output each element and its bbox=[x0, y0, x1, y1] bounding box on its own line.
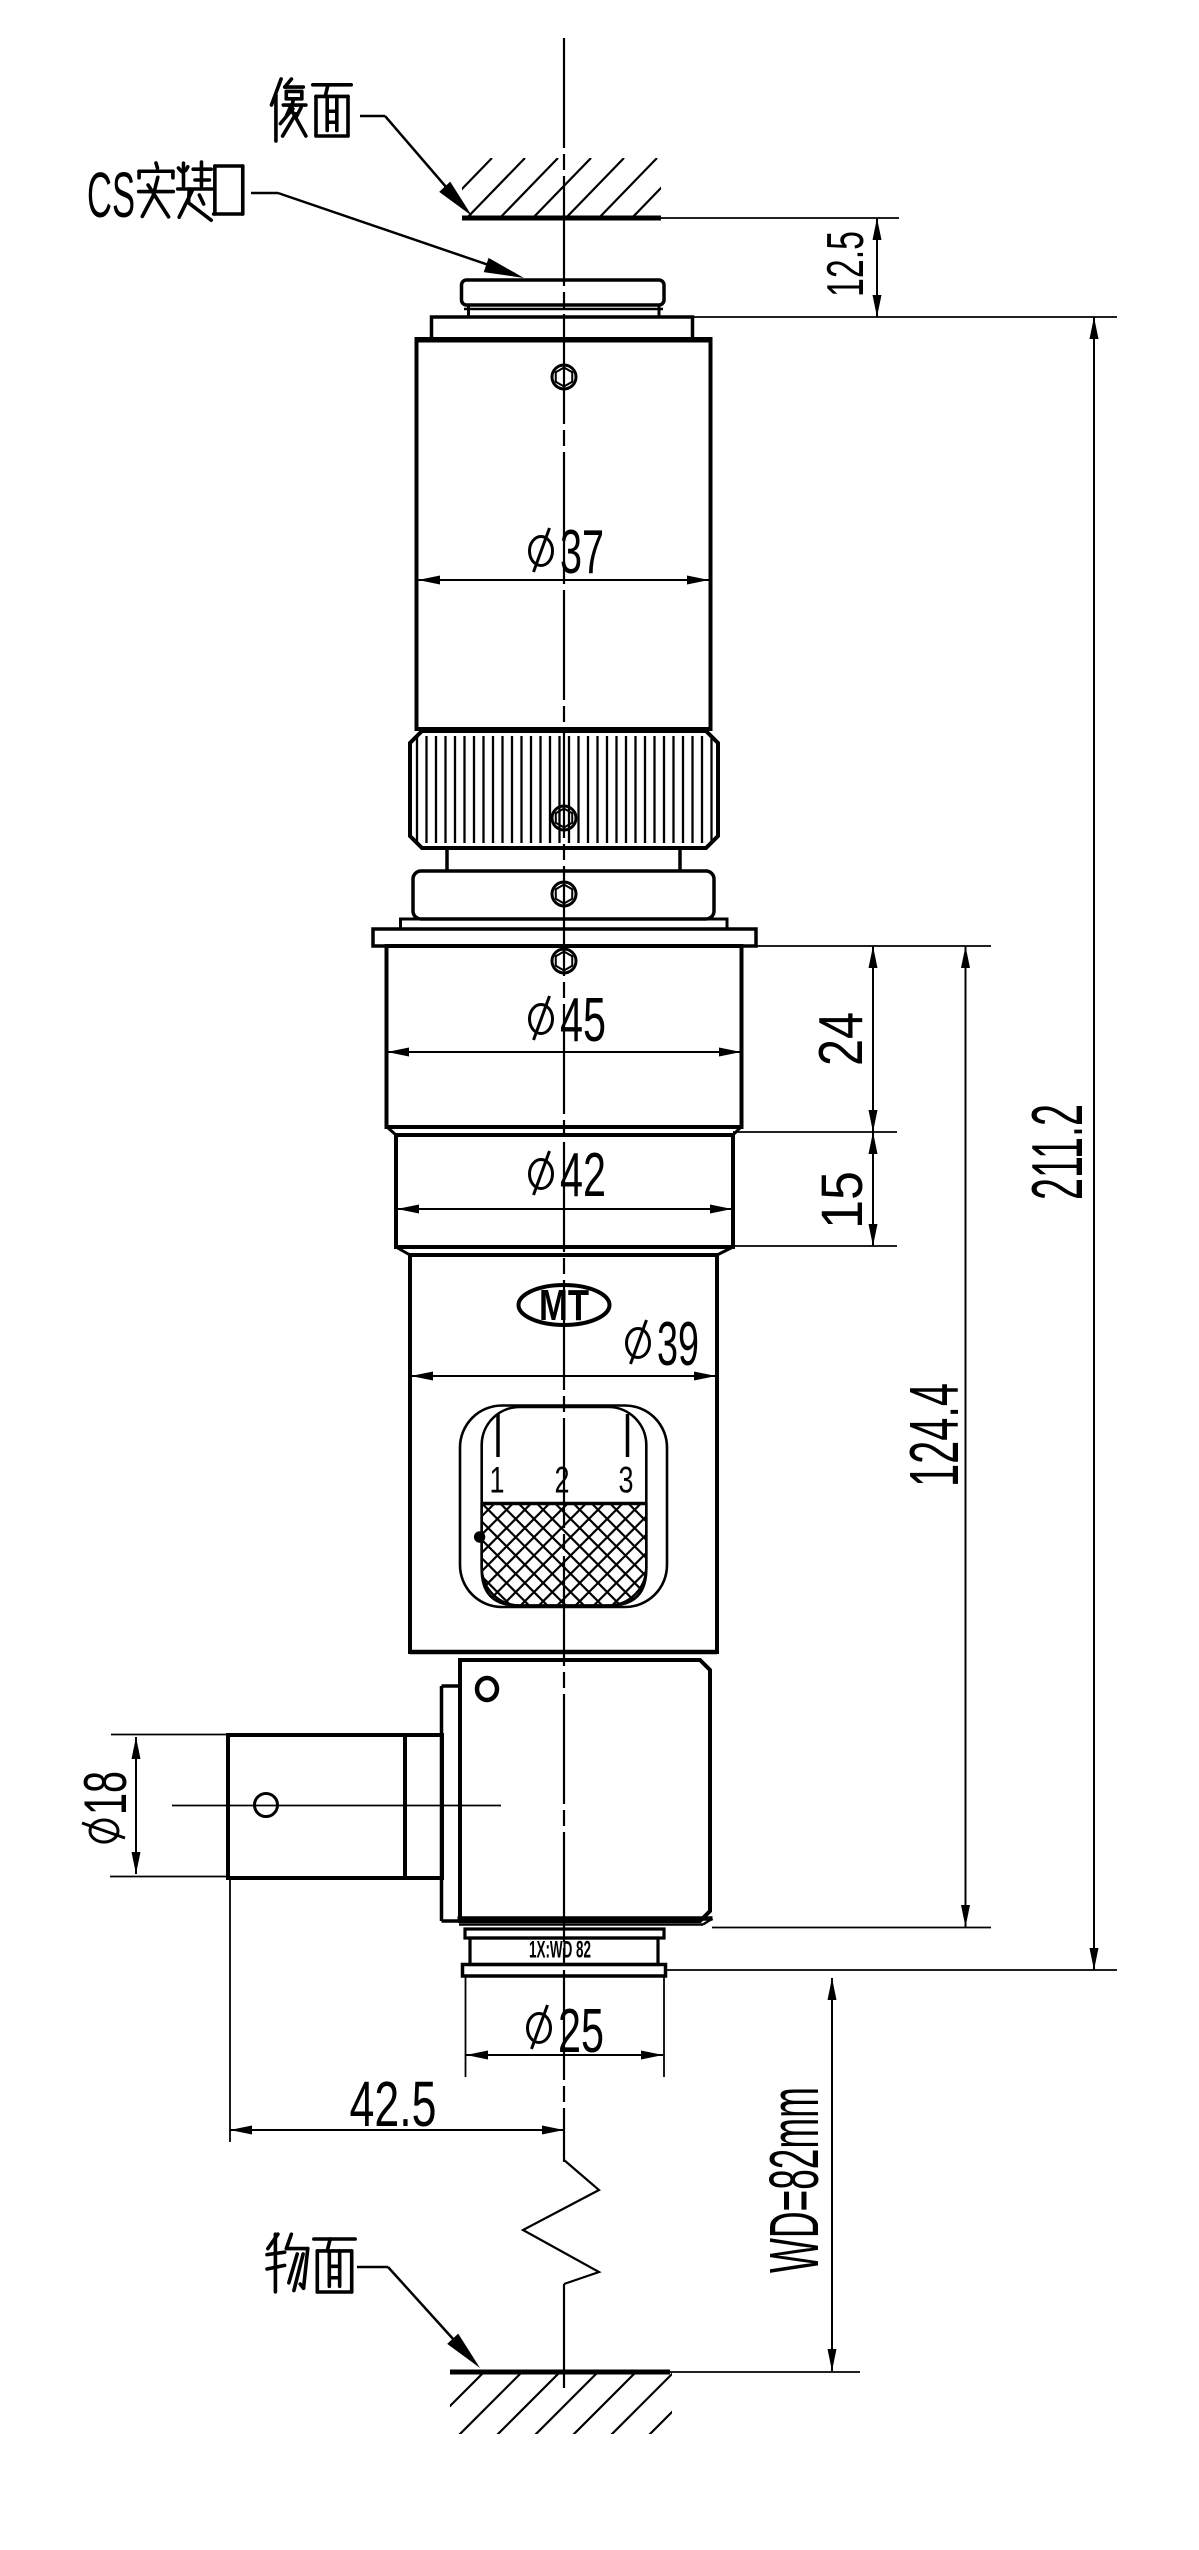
svg-text:12.5: 12.5 bbox=[817, 231, 875, 297]
svg-text:42: 42 bbox=[560, 1141, 606, 1210]
svg-text:MT: MT bbox=[539, 1281, 589, 1330]
svg-text:37: 37 bbox=[560, 518, 604, 587]
svg-text:1X:WD 82: 1X:WD 82 bbox=[529, 1937, 591, 1964]
svg-text:124.4: 124.4 bbox=[895, 1383, 973, 1487]
svg-text:15: 15 bbox=[810, 1171, 875, 1229]
svg-text:45: 45 bbox=[560, 986, 606, 1055]
svg-text:WD=82mm: WD=82mm bbox=[755, 2087, 833, 2273]
svg-text:24: 24 bbox=[807, 1012, 876, 1066]
svg-text:18: 18 bbox=[72, 1771, 139, 1815]
svg-text:3: 3 bbox=[619, 1460, 634, 1501]
svg-text:CS: CS bbox=[87, 159, 135, 231]
svg-text:2: 2 bbox=[555, 1460, 570, 1501]
svg-text:42.5: 42.5 bbox=[350, 2068, 437, 2140]
svg-text:39: 39 bbox=[657, 1310, 699, 1379]
svg-text:1: 1 bbox=[490, 1460, 505, 1501]
svg-text:211.2: 211.2 bbox=[1018, 1104, 1098, 1200]
